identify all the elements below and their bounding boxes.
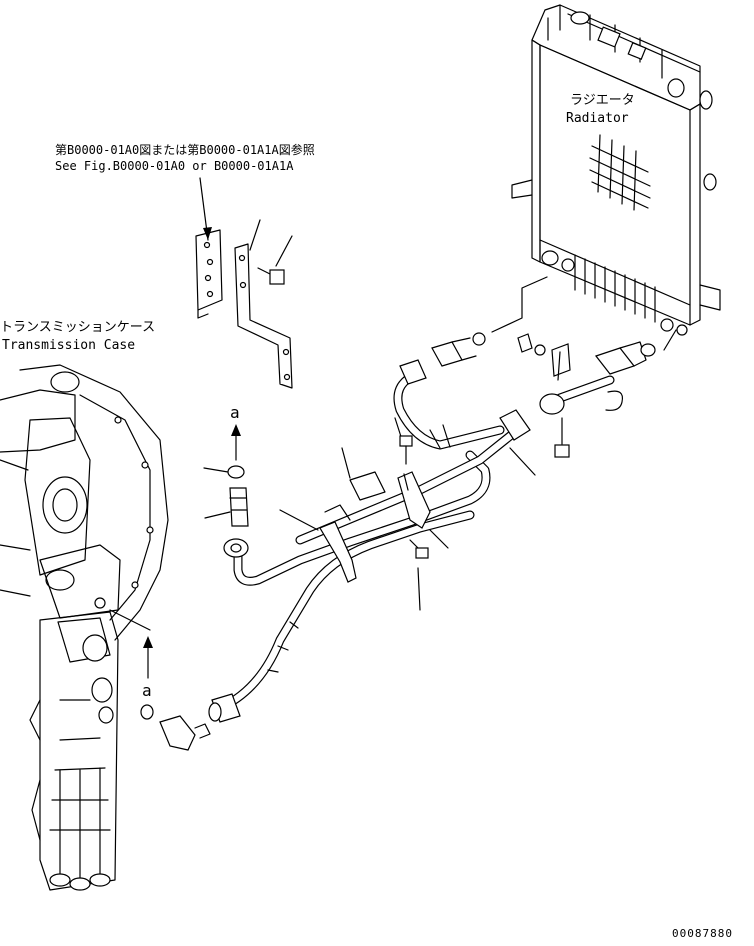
hose-clamp-left [319, 504, 357, 583]
bolt-upper [257, 235, 293, 285]
hose-assembly-lower [223, 450, 491, 586]
hose-short-right [539, 375, 624, 415]
o-ring-lower [140, 704, 154, 720]
connector-radiator-right [595, 341, 656, 375]
connector-radiator-left [431, 332, 486, 367]
bolt-clamp-lower [409, 539, 429, 559]
reference-note-en: See Fig.B0000-01A0 or B0000-01A1A [55, 159, 294, 173]
reference-note-jp: 第B0000-01A0図または第B0000-01A1A図参照 [55, 142, 315, 157]
hose-clamp-right [349, 471, 431, 529]
transmission-case-label-jp: トランスミッションケース [0, 320, 155, 335]
transmission-case [0, 364, 169, 891]
hose-end-nut-upper [399, 359, 531, 441]
detail-mark-a-upper: a [230, 403, 240, 422]
radiator: ラジエータ Radiator [511, 4, 721, 336]
transmission-case-label-en: Transmission Case [2, 338, 135, 353]
radiator-label-en: Radiator [566, 111, 629, 126]
bracket-stay [234, 219, 293, 389]
figure-number: 00087880 [672, 927, 733, 940]
union-adapter-upper [204, 487, 249, 527]
mounting-bracket-plate [195, 229, 223, 319]
bolt-clamp-upper [399, 435, 413, 465]
hose-assembly-long [215, 510, 475, 713]
clip-bracket [551, 343, 571, 381]
radiator-core-grid-icon [589, 134, 651, 211]
o-ring-upper [203, 465, 245, 479]
washer-pair [517, 333, 546, 356]
elbow-fitting [159, 715, 211, 751]
detail-mark-a-lower: a [142, 681, 152, 700]
hose-assembly-upper [295, 370, 520, 545]
hose-end-nut-lower [208, 693, 241, 723]
bolt-bracket-right [554, 417, 570, 458]
radiator-label-jp: ラジエータ [570, 93, 635, 108]
